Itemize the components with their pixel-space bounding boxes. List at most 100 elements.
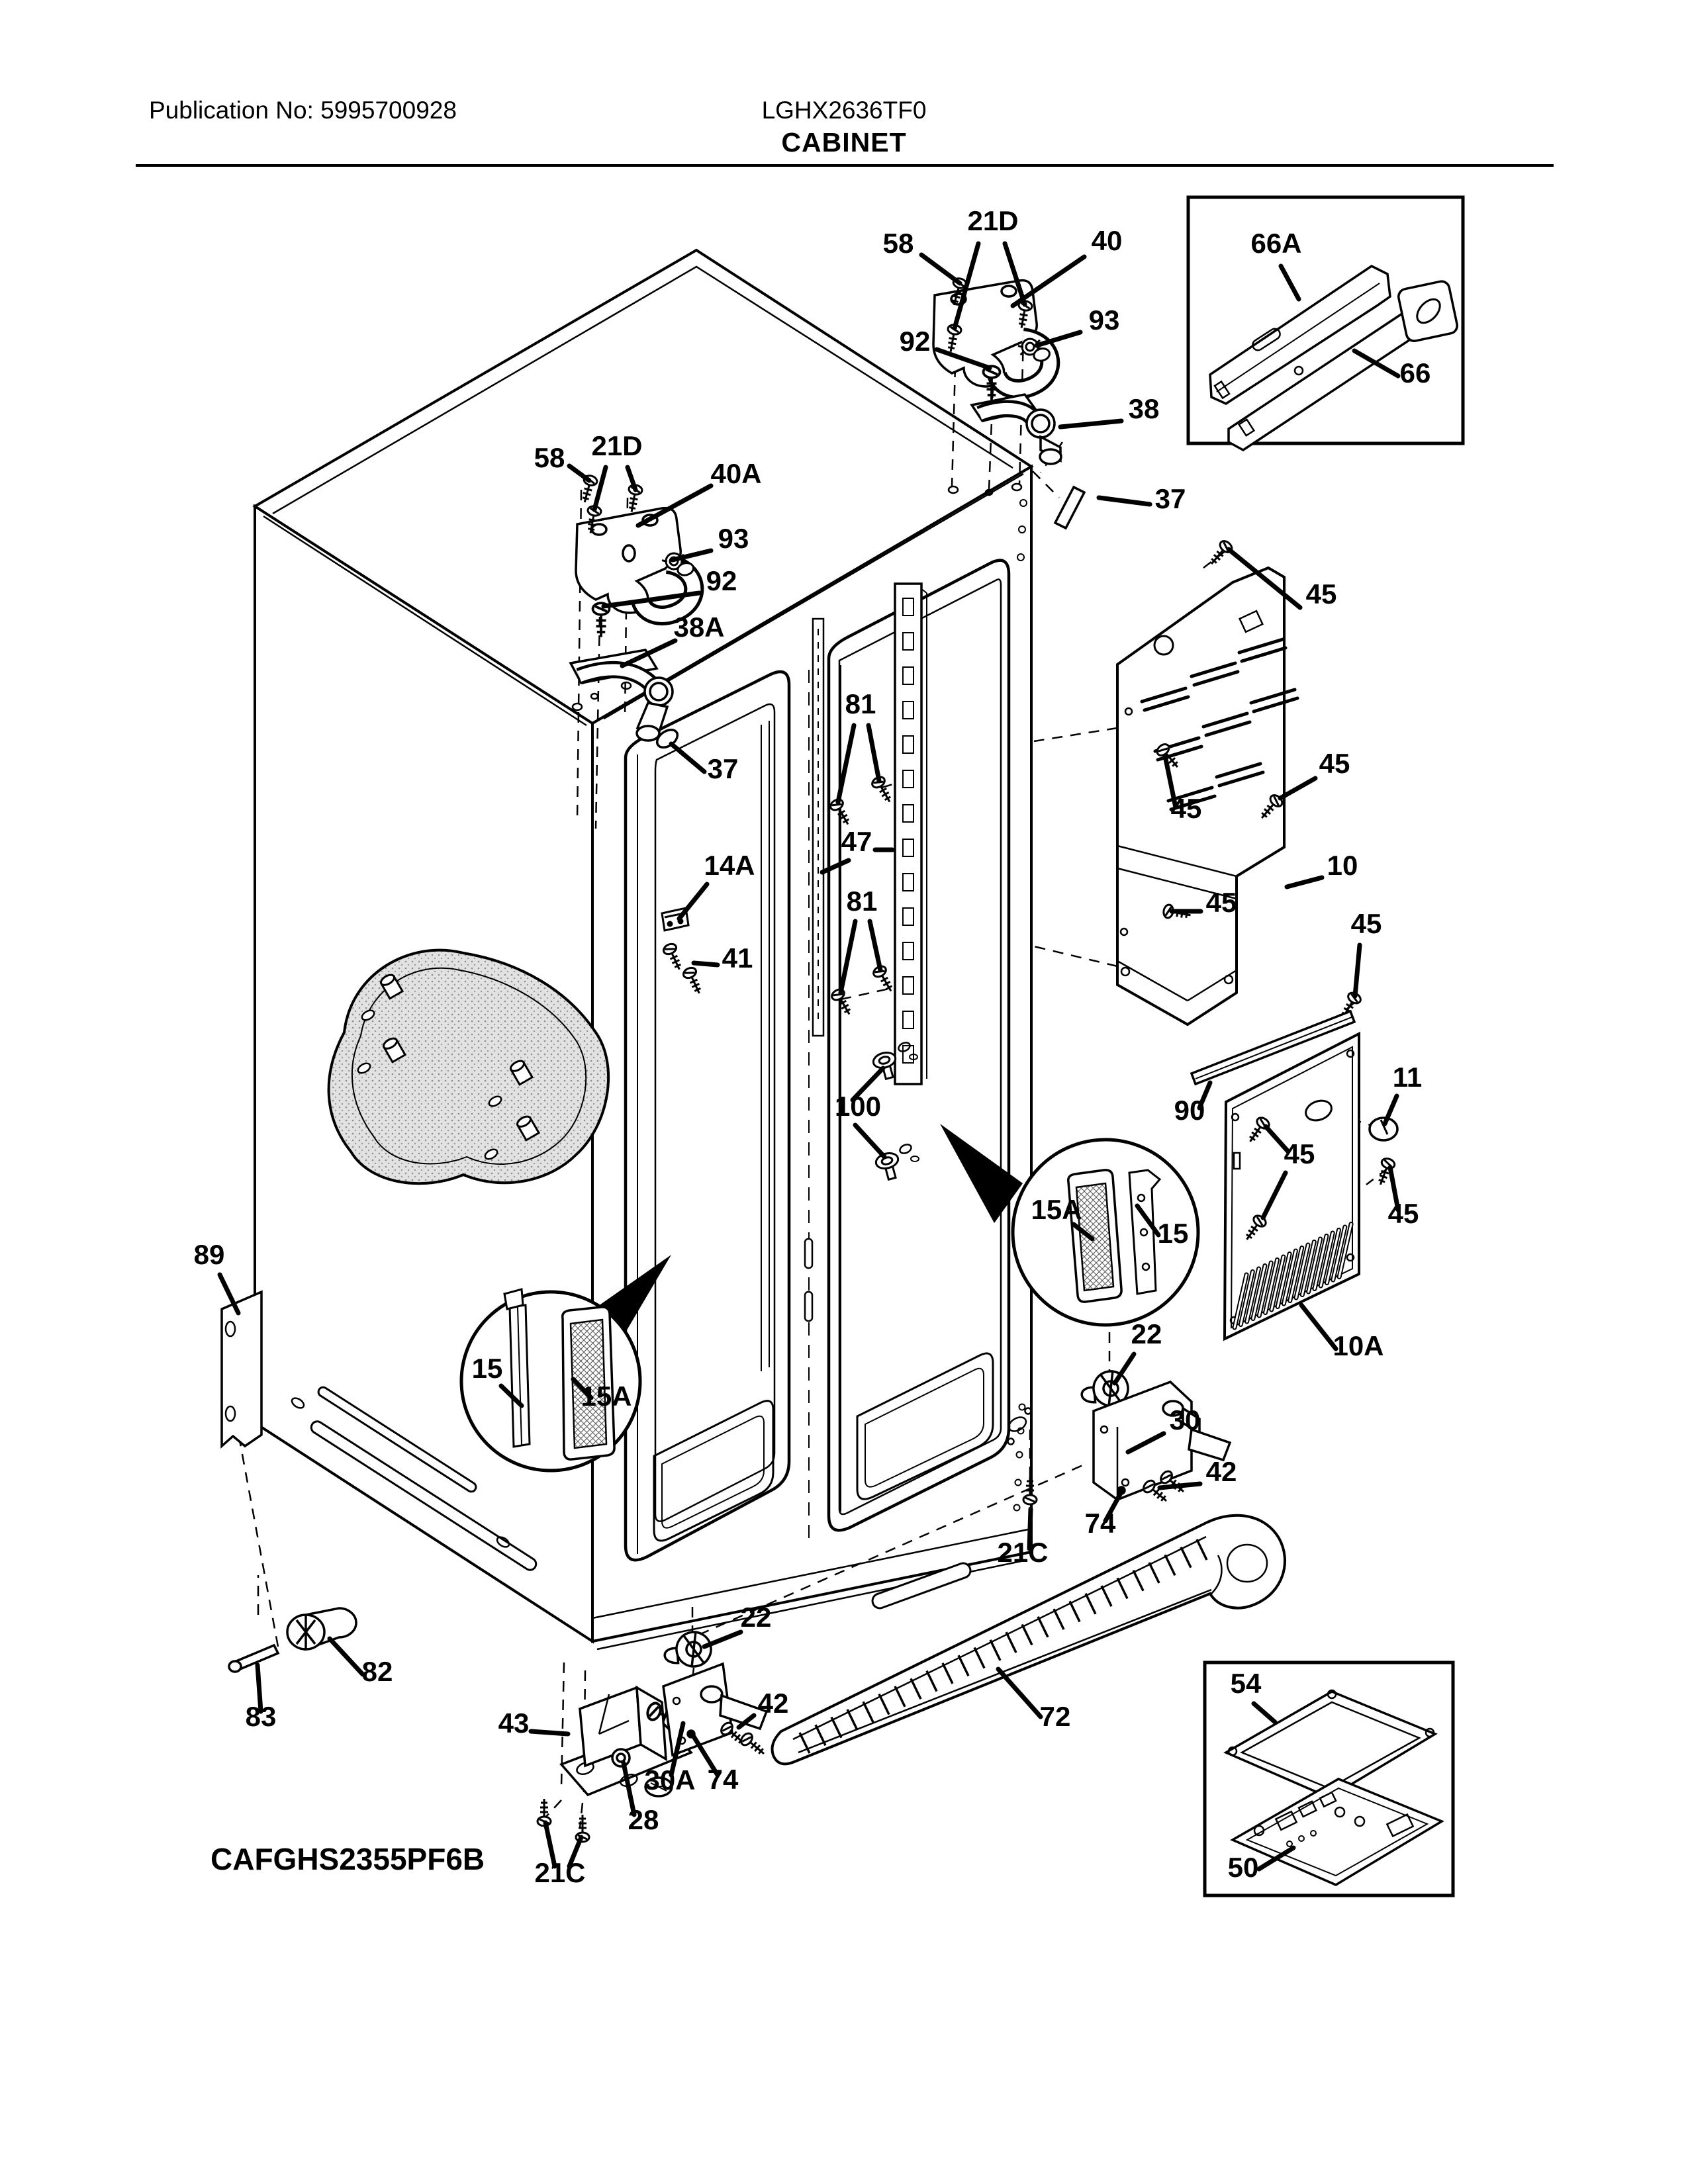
part-label-22: 22	[741, 1602, 772, 1633]
part-label-38: 38	[1129, 393, 1160, 424]
leader-line-43	[528, 1729, 571, 1737]
leader-line-100	[853, 1122, 887, 1160]
leader-line-66	[1352, 348, 1401, 379]
part-label-50: 50	[1228, 1852, 1259, 1883]
leader-line-45	[1278, 776, 1318, 801]
pin-83	[228, 1643, 280, 1673]
shim-37-right	[1053, 485, 1086, 530]
leader-line-47	[820, 858, 851, 875]
toe-grille-72	[771, 1514, 1286, 1766]
bottom-hinge-right	[1022, 1366, 1232, 1508]
leader-line-10A	[1299, 1302, 1338, 1351]
part-label-72: 72	[1040, 1701, 1071, 1732]
part-label-45: 45	[1171, 793, 1202, 824]
part-label-93: 93	[718, 523, 749, 554]
part-label-81: 81	[847, 886, 878, 917]
leader-line-40	[1010, 254, 1087, 308]
part-label-21D: 21D	[591, 430, 642, 461]
back-panel-10	[1116, 537, 1364, 1026]
back-panel-10A	[1223, 1031, 1399, 1342]
part-label-45: 45	[1319, 748, 1350, 779]
part-label-15: 15	[1158, 1218, 1189, 1249]
leader-line-21D	[592, 465, 608, 512]
grommet-11	[1368, 1116, 1399, 1142]
leader-line-74	[691, 1734, 720, 1778]
leader-line-11	[1382, 1093, 1399, 1126]
leader-line-37	[669, 741, 707, 774]
part-label-74: 74	[708, 1764, 739, 1795]
part-label-66A: 66A	[1250, 228, 1301, 259]
section-title: CABINET	[781, 127, 907, 158]
leader-line-21C	[1027, 1506, 1033, 1551]
part-label-45: 45	[1206, 887, 1237, 918]
header-rule	[136, 164, 1554, 167]
part-label-47: 47	[841, 826, 872, 857]
leader-line-21D	[625, 465, 638, 492]
part-label-45: 45	[1306, 578, 1337, 610]
model-number: LGHX2636TF0	[761, 97, 927, 124]
leader-line-82	[327, 1636, 365, 1677]
leader-line-15	[498, 1383, 524, 1408]
leader-line-66A	[1278, 263, 1301, 302]
part-label-89: 89	[194, 1239, 225, 1270]
part-label-30A: 30A	[644, 1764, 695, 1796]
part-label-54: 54	[1231, 1668, 1262, 1699]
part-label-100: 100	[835, 1091, 881, 1122]
part-label-93: 93	[1089, 304, 1120, 336]
leader-line-90	[1197, 1080, 1213, 1111]
part-label-15A: 15A	[581, 1381, 632, 1412]
part-label-42: 42	[758, 1688, 789, 1719]
inset-box-rails	[1186, 195, 1465, 452]
leader-line-50	[1256, 1845, 1296, 1872]
leader-line-58	[567, 463, 592, 483]
part-label-38A: 38A	[673, 612, 724, 643]
leader-line-58	[919, 252, 962, 286]
leader-line-45	[1352, 942, 1362, 999]
leader-line-21C	[567, 1835, 584, 1869]
part-label-41: 41	[722, 942, 753, 974]
part-label-11: 11	[1393, 1062, 1422, 1093]
part-label-14A: 14A	[704, 850, 755, 881]
leader-line-30A	[669, 1721, 686, 1778]
detail-circle-right	[940, 1124, 1200, 1327]
part-label-15: 15	[472, 1353, 503, 1384]
leader-line-92	[934, 347, 992, 371]
detail-circle-left	[459, 1255, 671, 1473]
bracket-89	[220, 1290, 263, 1449]
insulation-shield	[327, 948, 610, 1185]
leader-line-28	[621, 1760, 637, 1817]
leader-line-30	[1125, 1431, 1166, 1455]
publication-number: Publication No: 5995700928	[149, 97, 457, 124]
leader-line-40A	[635, 483, 714, 528]
part-label-42: 42	[1206, 1456, 1237, 1487]
heater-strip-90	[1190, 1009, 1356, 1086]
leader-line-83	[255, 1662, 263, 1714]
leader-line-22	[702, 1629, 743, 1649]
leader-line-21D	[952, 241, 981, 331]
leader-line-15	[1135, 1203, 1161, 1238]
part-label-66: 66	[1400, 357, 1431, 388]
part-label-30: 30	[1170, 1404, 1201, 1435]
part-label-45: 45	[1388, 1198, 1419, 1229]
leader-line-15A	[571, 1377, 594, 1400]
fridge-opening	[827, 559, 1011, 1532]
part-label-10A: 10A	[1333, 1330, 1383, 1361]
leader-line-81	[866, 723, 882, 784]
leader-line-14A	[677, 882, 710, 921]
part-label-45: 45	[1284, 1138, 1315, 1169]
part-label-58: 58	[534, 442, 565, 473]
leader-line-42	[736, 1713, 757, 1730]
part-label-21D: 21D	[967, 205, 1018, 236]
leader-line-89	[217, 1272, 241, 1316]
leader-line-38A	[620, 638, 678, 668]
part-label-82: 82	[362, 1656, 393, 1687]
leader-line-54	[1251, 1701, 1278, 1725]
leader-line-74	[1103, 1492, 1123, 1524]
part-label-40A: 40A	[710, 458, 761, 489]
leader-line-100	[850, 1066, 886, 1103]
part-label-81: 81	[845, 688, 876, 719]
leader-line-10	[1284, 875, 1325, 889]
leader-line-93	[1034, 330, 1083, 348]
